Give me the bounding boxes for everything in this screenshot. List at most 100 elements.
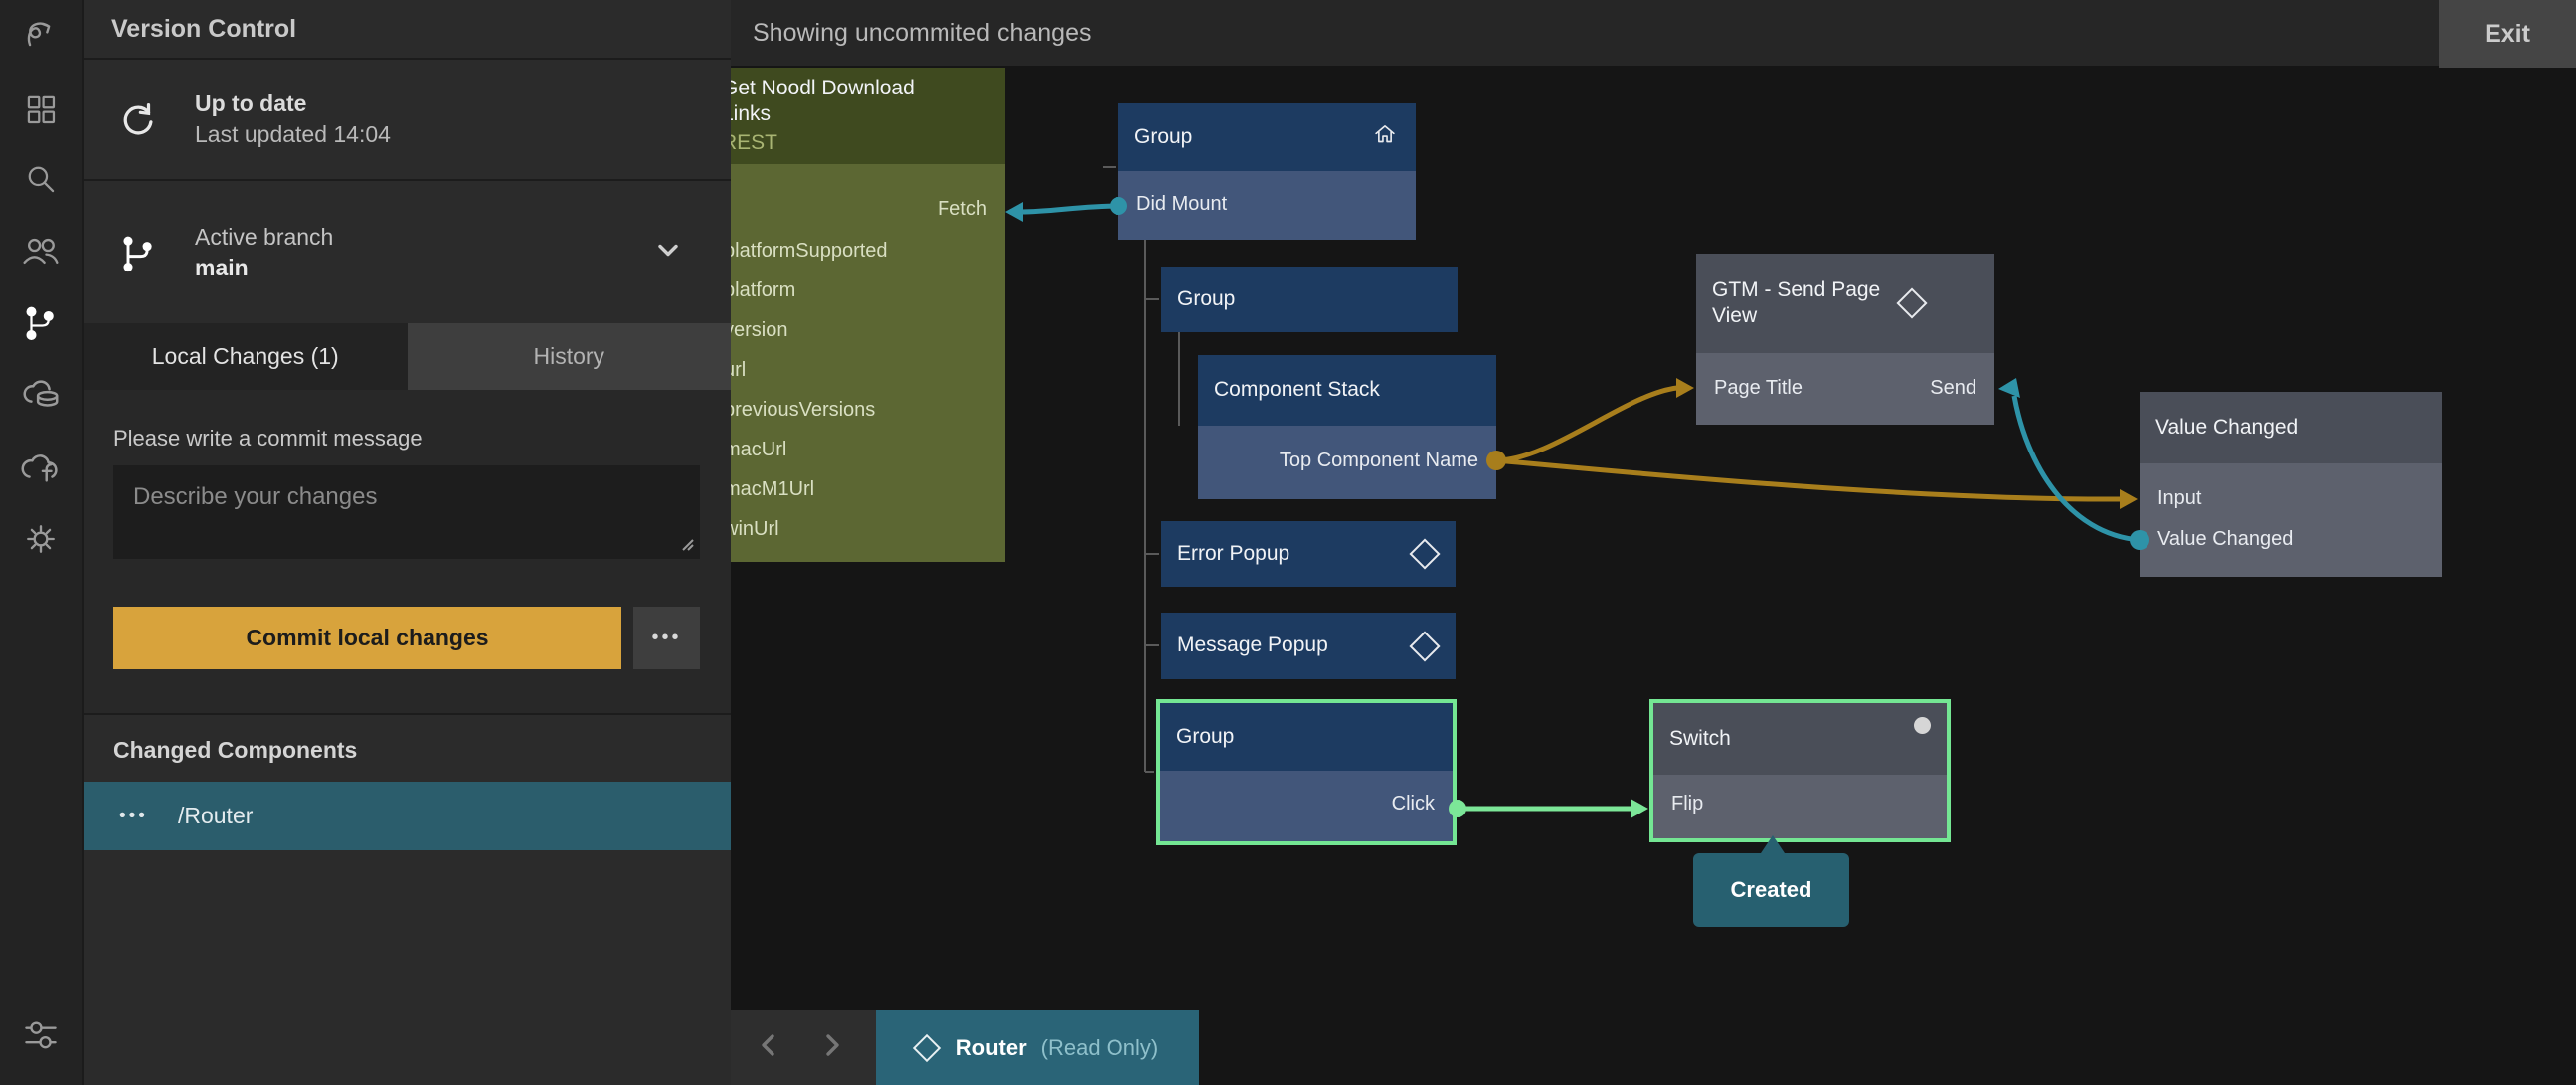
port-page-title[interactable]: Page Title <box>1714 377 1803 399</box>
port-output[interactable]: winUrl <box>731 518 779 540</box>
commit-more-button[interactable]: ••• <box>633 607 700 669</box>
node-title: GTM - Send Page View <box>1712 277 1881 327</box>
nav-back-icon[interactable] <box>756 1030 781 1065</box>
sync-status-section: Up to date Last updated 14:04 <box>84 60 731 181</box>
changed-component-label: /Router <box>177 803 254 828</box>
wire-topname-input <box>1495 457 2122 502</box>
branch-icon <box>115 230 161 275</box>
component-diamond-icon <box>1896 287 1928 319</box>
canvas-topbar: Showing uncommited changes Exit <box>731 0 2576 68</box>
port-output[interactable]: macUrl <box>731 439 787 460</box>
component-diamond-icon <box>912 1033 941 1062</box>
panel-title: Version Control <box>111 14 297 43</box>
port-top-component-name[interactable]: Top Component Name <box>1279 450 1478 471</box>
component-tab-name: Router <box>955 1034 1027 1060</box>
port-output[interactable]: url <box>731 359 747 381</box>
arrow-send <box>1998 378 2020 398</box>
wire-topname-pagetitle <box>1495 385 1678 463</box>
uncommitted-changes-status: Showing uncommited changes <box>753 18 1092 47</box>
component-tab-router[interactable]: Router (Read Only) <box>876 1010 1199 1085</box>
wire-didmount-fetch <box>1020 203 1119 215</box>
commit-local-changes-button[interactable]: Commit local changes <box>113 607 621 669</box>
component-diamond-icon <box>1409 630 1441 662</box>
arrow-input <box>2120 489 2138 509</box>
changed-components-title: Changed Components <box>113 737 358 763</box>
exit-button[interactable]: Exit <box>2439 0 2576 68</box>
node-title: Message Popup <box>1177 633 1328 657</box>
arrow-flip <box>1631 799 1648 818</box>
preferences-sliders-icon[interactable] <box>19 1012 63 1056</box>
components-grid-icon[interactable] <box>19 88 63 131</box>
panel-tabs: Local Changes (1) History <box>84 323 731 390</box>
node-graph-canvas[interactable]: Get Noodl Download Links REST Fetch plat… <box>731 66 2576 1085</box>
cloud-data-icon[interactable] <box>19 372 63 416</box>
arrow-fetch <box>1005 202 1023 222</box>
tab-history[interactable]: History <box>407 323 731 390</box>
commit-section: Please write a commit message Commit loc… <box>84 390 731 715</box>
chevron-down-icon[interactable] <box>653 240 683 265</box>
component-diamond-icon <box>1409 538 1441 570</box>
node-switch[interactable]: Switch Flip <box>1649 699 1951 842</box>
node-title: Group <box>1176 724 1235 748</box>
cloud-functions-icon[interactable] <box>19 446 63 489</box>
created-badge: Created <box>1693 853 1849 927</box>
settings-gear-icon[interactable] <box>19 517 63 561</box>
tab-local-changes[interactable]: Local Changes (1) <box>84 323 408 390</box>
node-component-stack[interactable]: Component Stack Top Component Name <box>1198 355 1496 499</box>
home-icon <box>1370 119 1400 155</box>
port-fetch[interactable]: Fetch <box>937 198 987 220</box>
port-did-mount[interactable]: Did Mount <box>1136 193 1228 215</box>
node-group-root[interactable]: Group Did Mount <box>1118 103 1416 240</box>
created-badge-pointer <box>1761 835 1785 853</box>
sync-last-updated: Last updated 14:04 <box>195 121 391 147</box>
node-title: Group <box>1177 286 1236 310</box>
activity-bar <box>0 0 82 1085</box>
active-branch-name: main <box>195 254 249 280</box>
node-rest[interactable]: Get Noodl Download Links REST Fetch plat… <box>731 68 1005 562</box>
port-click[interactable]: Click <box>1391 793 1435 814</box>
panel-header: Version Control <box>84 0 731 60</box>
node-title: Switch <box>1669 726 1731 750</box>
node-subtitle: REST <box>731 130 778 154</box>
hierarchy-tree-lines <box>1103 166 1180 773</box>
refresh-icon[interactable] <box>115 96 161 142</box>
node-group-selected[interactable]: Group Click <box>1156 699 1457 845</box>
node-gtm-send-page-view[interactable]: GTM - Send Page View Page Title Send <box>1696 254 1994 425</box>
commit-message-input[interactable] <box>113 465 700 559</box>
search-icon[interactable] <box>19 157 63 201</box>
port-input[interactable]: Input <box>2157 487 2202 509</box>
node-title: Group <box>1134 124 1193 148</box>
commit-message-label: Please write a commit message <box>113 426 423 451</box>
node-title: Error Popup <box>1177 541 1290 565</box>
node-error-popup[interactable]: Error Popup <box>1161 521 1456 587</box>
arrow-page-title <box>1676 378 1694 398</box>
changed-component-router-row[interactable]: ••• /Router <box>84 782 731 850</box>
wire-valuechanged-send <box>2011 395 2141 543</box>
version-control-panel: Version Control Up to date Last updated … <box>82 0 731 1085</box>
node-value-changed[interactable]: Value Changed Input Value Changed <box>2140 392 2442 577</box>
status-dot-icon <box>1914 717 1931 734</box>
port-output[interactable]: version <box>731 319 788 341</box>
port-output[interactable]: platform <box>731 279 796 301</box>
node-message-popup[interactable]: Message Popup <box>1161 613 1456 679</box>
noodl-logo-icon[interactable] <box>19 14 63 58</box>
active-branch-section[interactable]: Active branch main <box>84 181 731 323</box>
node-title: Get Noodl Download Links <box>731 77 915 126</box>
port-output[interactable]: macM1Url <box>731 478 815 500</box>
nav-forward-icon[interactable] <box>819 1030 845 1065</box>
port-value-changed[interactable]: Value Changed <box>2157 528 2294 550</box>
component-nav-strip <box>731 1010 876 1085</box>
port-output[interactable]: platformSupported <box>731 240 888 262</box>
collaborators-icon[interactable] <box>19 229 63 272</box>
node-title: Component Stack <box>1214 378 1380 402</box>
node-group-2[interactable]: Group <box>1161 267 1458 332</box>
ellipsis-icon: ••• <box>119 805 148 826</box>
node-title: Value Changed <box>2155 415 2299 439</box>
port-send[interactable]: Send <box>1930 377 1976 399</box>
active-branch-label: Active branch <box>195 223 334 250</box>
component-tab-readonly: (Read Only) <box>1040 1034 1159 1060</box>
port-output[interactable]: previousVersions <box>731 399 876 421</box>
port-flip[interactable]: Flip <box>1671 793 1704 814</box>
version-control-icon[interactable] <box>19 300 63 344</box>
